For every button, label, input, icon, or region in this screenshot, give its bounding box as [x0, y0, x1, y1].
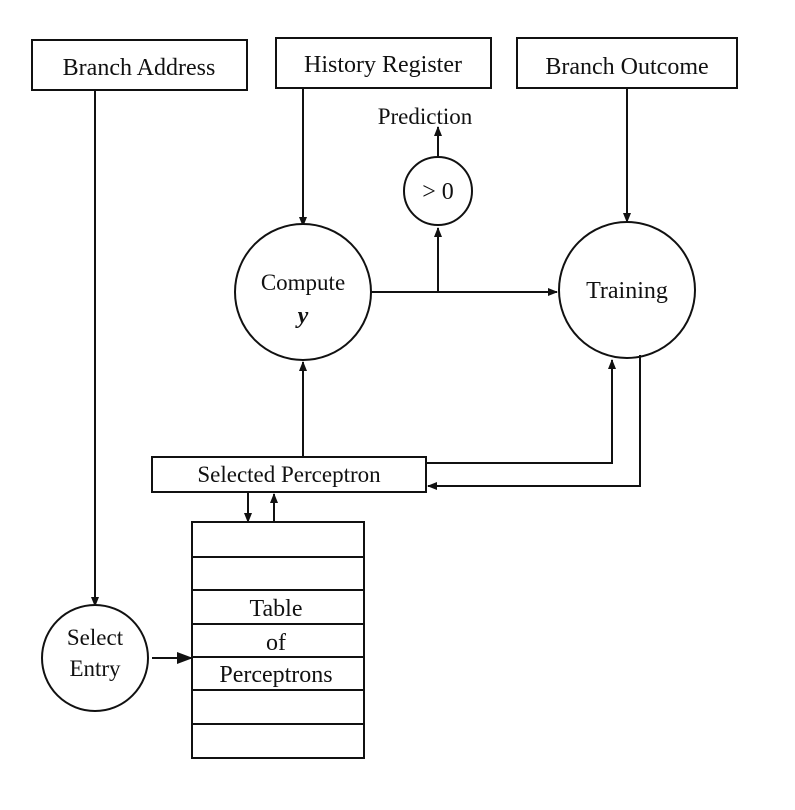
- compute-variable: y: [295, 303, 309, 329]
- select-entry-node: Select Entry: [41, 604, 149, 712]
- training-node: Training: [558, 221, 696, 359]
- select-entry-line1: Select: [67, 625, 124, 650]
- history-register-box: History Register: [275, 37, 492, 89]
- selected-perceptron-box: Selected Perceptron: [151, 456, 427, 493]
- training-label: Training: [586, 278, 668, 304]
- branch-address-label: Branch Address: [63, 55, 216, 81]
- table-label-line1: Table: [250, 596, 303, 622]
- selected-perceptron-label: Selected Perceptron: [197, 462, 381, 487]
- perceptron-table: Table of Perceptrons: [191, 521, 365, 759]
- table-label-line3: Perceptrons: [219, 662, 332, 688]
- branch-outcome-box: Branch Outcome: [516, 37, 738, 89]
- threshold-label: > 0: [422, 179, 454, 205]
- training-to-selected-arrow: [427, 355, 641, 490]
- selected-to-training-arrow: [426, 359, 616, 464]
- history-register-label: History Register: [304, 52, 462, 78]
- compute-y-node: Compute y: [234, 223, 372, 361]
- threshold-node: > 0: [403, 156, 473, 226]
- branch-address-box: Branch Address: [31, 39, 248, 91]
- prediction-label: Prediction: [378, 104, 473, 129]
- compute-label: Compute: [261, 270, 345, 295]
- select-entry-line2: Entry: [69, 656, 121, 681]
- table-label-line2: of: [266, 630, 286, 656]
- branch-outcome-label: Branch Outcome: [545, 54, 708, 80]
